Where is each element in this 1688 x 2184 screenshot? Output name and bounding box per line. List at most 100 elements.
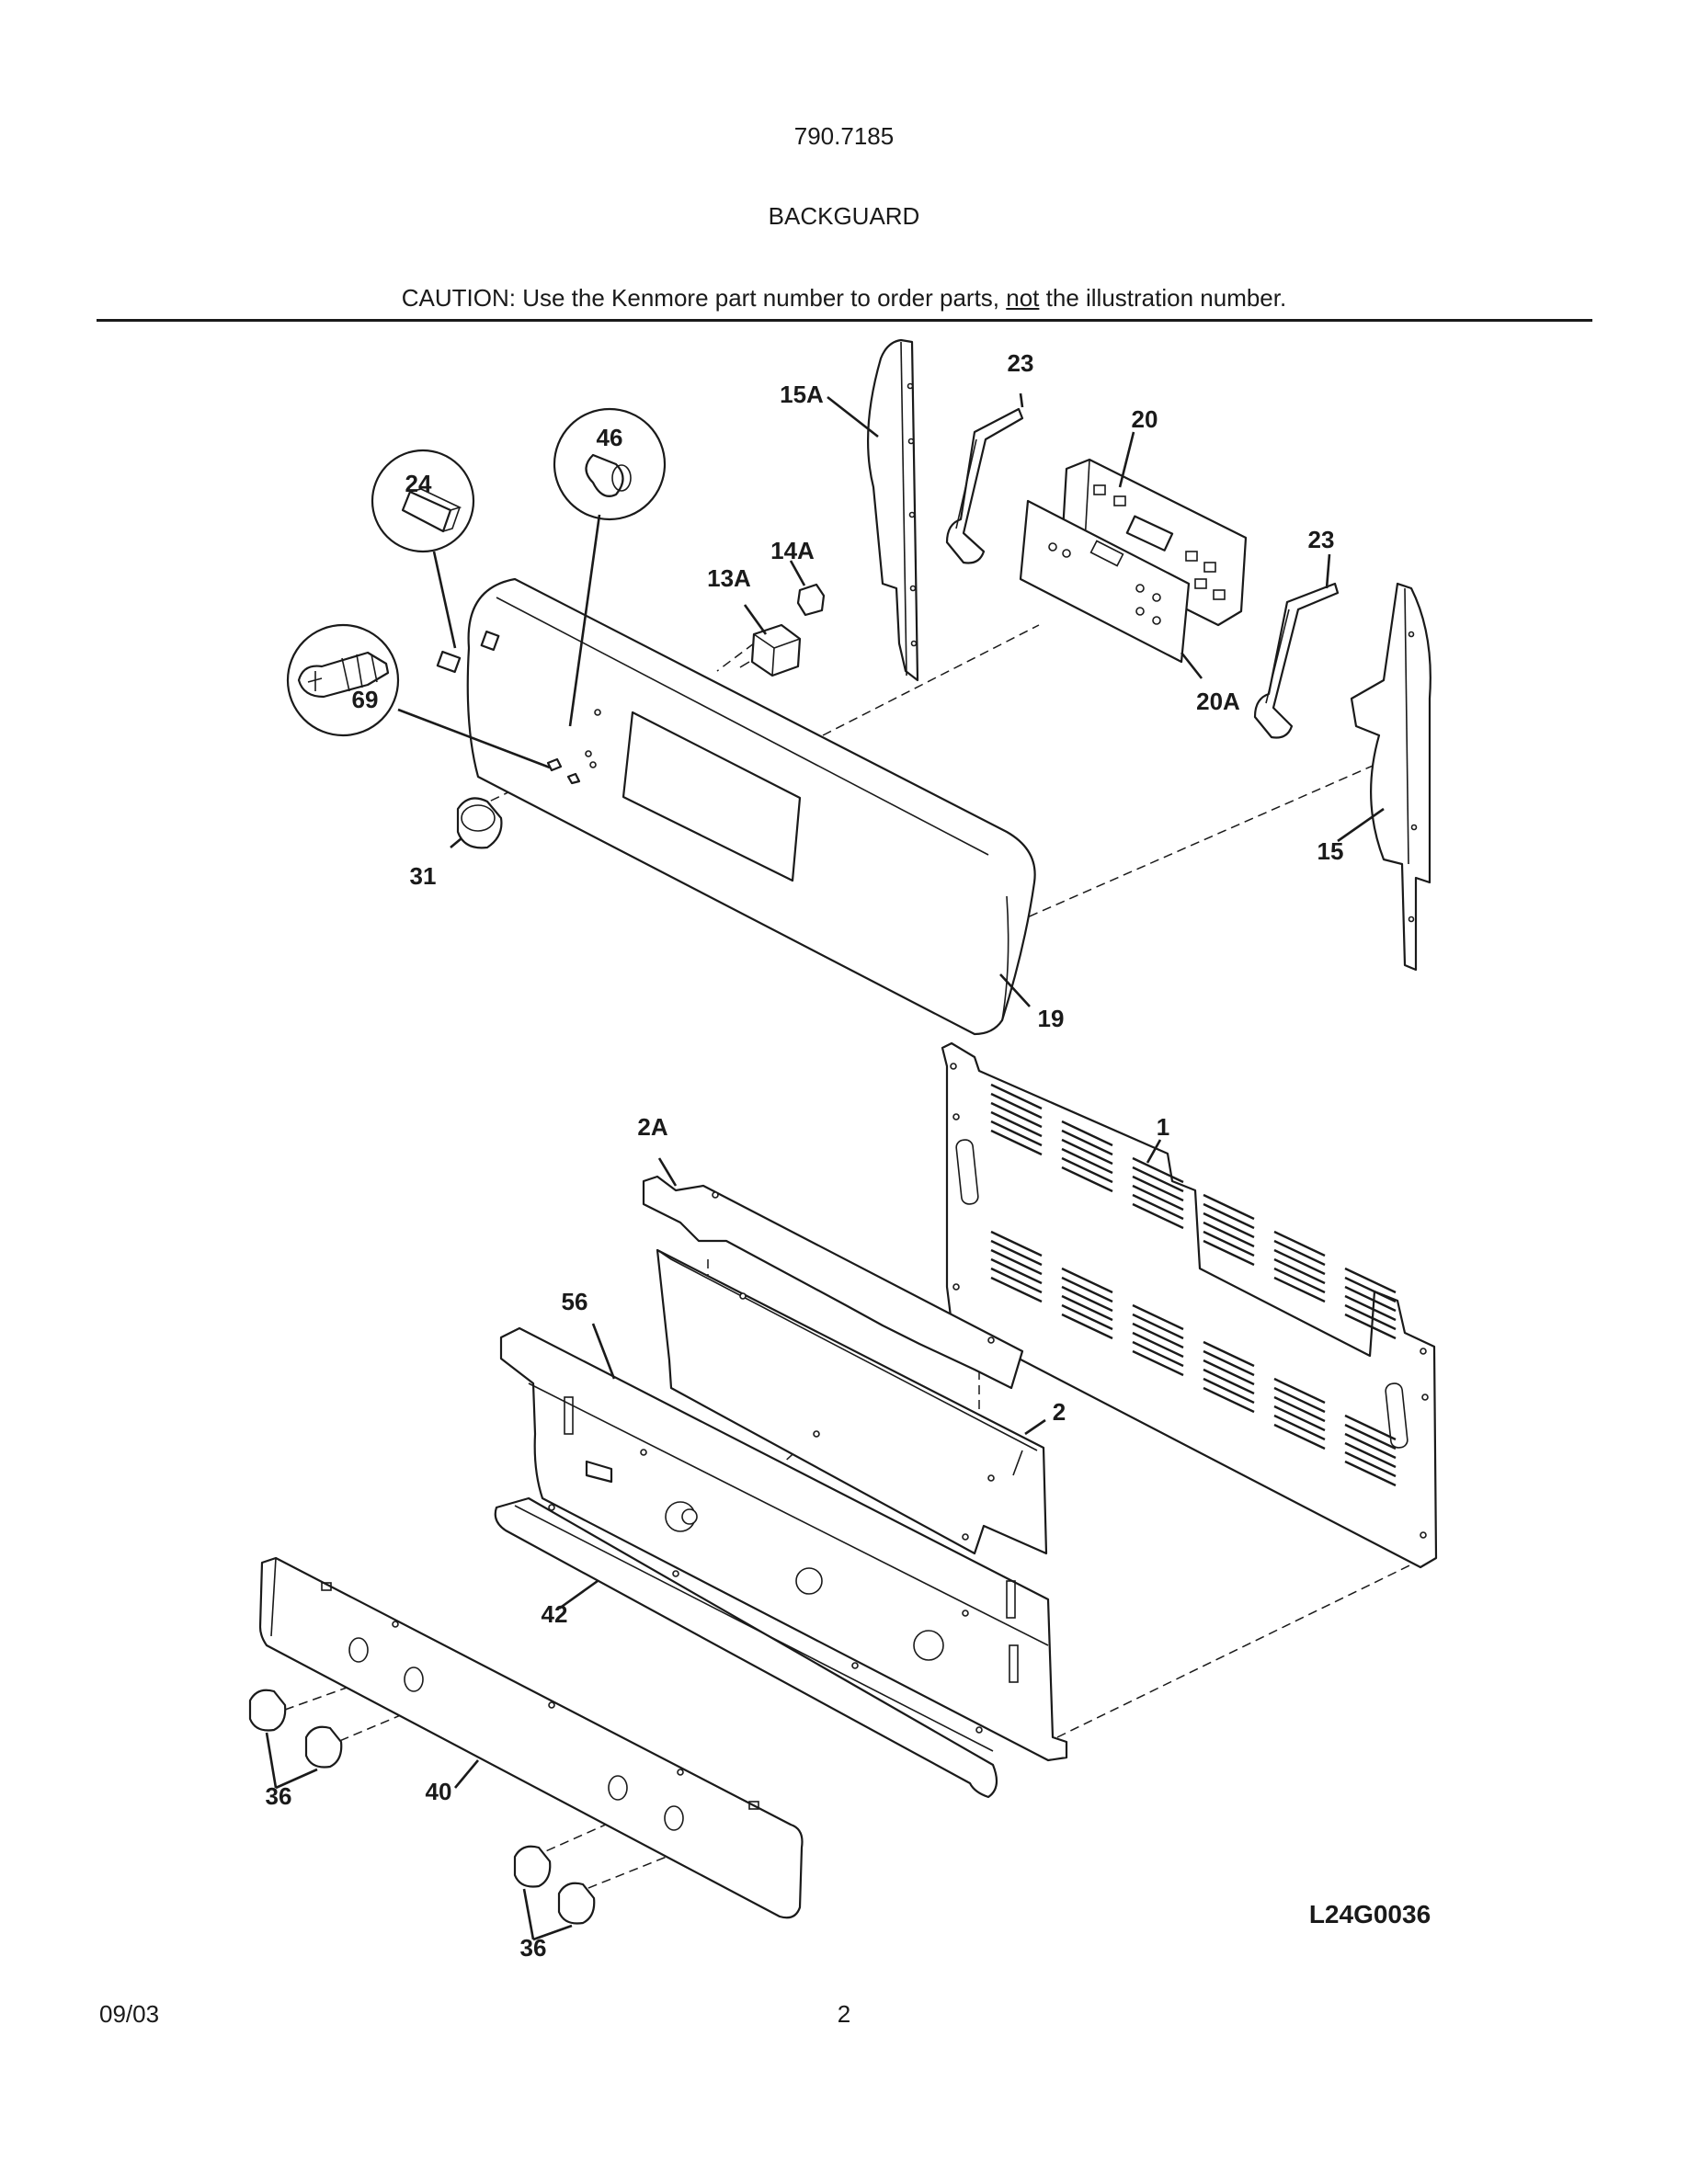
part-13A-switch [739,623,802,677]
vent-slot [990,1083,1043,1110]
part-36-knob-left-1 [248,1689,287,1732]
vent-slot [1061,1313,1113,1340]
vent-slot [1344,1285,1397,1313]
vent-slot [1132,1313,1184,1340]
callout-2A: 2A [637,1113,667,1141]
vent-slot [1061,1166,1113,1193]
vent-slot [1273,1395,1326,1423]
part-19-control-panel [466,577,1036,1036]
callout-69: 69 [352,686,379,713]
callout-31: 31 [410,862,437,890]
callout-24: 24 [405,470,432,497]
part-2A-bracket [642,1175,1024,1390]
caution-suffix: the illustration number. [1039,284,1287,312]
part-36-knob-right-1 [513,1845,552,1888]
callout-14A: 14A [770,537,815,564]
vent-slot [1203,1359,1255,1386]
callout-23-upper: 23 [1008,349,1034,377]
callout-1: 1 [1157,1113,1169,1141]
vent-slot [990,1230,1043,1257]
vent-slot [1273,1414,1326,1441]
vent-slot [1203,1230,1255,1257]
vent-slot [1132,1331,1184,1359]
section-title: BACKGUARD [768,202,920,230]
callout-15: 15 [1317,837,1344,865]
detail-circle-46 [553,407,667,521]
callout-56: 56 [562,1288,588,1315]
vent-slot [1273,1257,1326,1285]
model-number: 790.7185 [793,122,895,150]
part-40-lower-panel [258,1556,804,1919]
header-rule [97,319,1592,322]
vent-slot [990,1257,1043,1285]
vent-slot [990,1267,1043,1294]
caution-prefix: CAUTION: Use the Kenmore part number to … [401,284,1007,312]
vent-slot [1061,1276,1113,1303]
part-56-manifold-panel [499,1326,1068,1762]
part-31-knob [456,797,503,849]
vent-slot [1061,1285,1113,1313]
callout-40: 40 [426,1778,452,1805]
vent-slot [1203,1239,1255,1267]
vent-slot [1132,1156,1184,1184]
footer-page-number: 2 [837,2000,851,2028]
part-42-trim [494,1496,998,1799]
vent-slot [1344,1450,1397,1478]
exploded-parts-diagram: 15A 23 20 23 46 24 14A 13A 69 20A 31 15 … [248,338,1438,1962]
vent-slot [1344,1313,1397,1340]
vent-slot [1132,1322,1184,1349]
vent-slot [1203,1211,1255,1239]
part-15-end-bracket [1350,582,1431,972]
vent-slot [1344,1267,1397,1294]
vent-slot [1203,1368,1255,1395]
part-2-main-bracket [656,1248,1048,1555]
detail-circle-24 [371,449,475,553]
vent-slot [1061,1147,1113,1175]
vent-slot [1344,1294,1397,1322]
vent-slot [1203,1340,1255,1368]
part-36-knob-left-2 [304,1725,343,1769]
vent-slot [1344,1303,1397,1331]
callout-19: 19 [1038,1005,1065,1032]
part-14A-switch [796,583,826,617]
vent-slot [1132,1175,1184,1202]
part-23-lower-strap [1253,582,1340,739]
vent-slot [1273,1267,1326,1294]
vent-slot [1132,1202,1184,1230]
callout-42: 42 [542,1600,568,1628]
callout-46: 46 [597,424,623,451]
detail-circle-69 [286,623,400,737]
vent-slot [1132,1303,1184,1331]
vent-slot [990,1276,1043,1303]
callout-20A: 20A [1196,688,1240,715]
vent-slot [1273,1276,1326,1303]
vent-slot [990,1239,1043,1267]
vent-slot [1061,1129,1113,1156]
vent-slot [1132,1349,1184,1377]
caution-emphasis: not [1006,284,1040,312]
vent-slot [1203,1221,1255,1248]
screw [566,772,581,785]
vent-slot [1273,1248,1326,1276]
callout-15A: 15A [780,381,824,408]
part-24-switch-installed [436,650,462,674]
vent-slot [990,1110,1043,1138]
callout-13A: 13A [707,564,751,592]
vent-slot [1132,1184,1184,1211]
part-23-upper-strap [945,407,1024,564]
vent-slot [1132,1340,1184,1368]
footer-date: 09/03 [99,2000,160,2028]
vent-slot [990,1101,1043,1129]
vent-slot [1132,1166,1184,1193]
callout-20: 20 [1132,405,1158,433]
vent-slot [1061,1294,1113,1322]
vent-slot [1203,1386,1255,1414]
part-36-knob-right-2 [557,1882,596,1925]
vent-slot [1203,1377,1255,1405]
vent-slot [1273,1230,1326,1257]
vent-slot [1061,1156,1113,1184]
vent-slot [990,1092,1043,1120]
vent-slot [1273,1377,1326,1405]
callout-23-lower: 23 [1308,526,1335,553]
vent-slot [1203,1349,1255,1377]
